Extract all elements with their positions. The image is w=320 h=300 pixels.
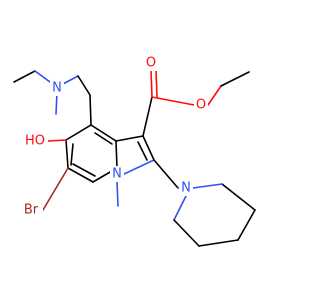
atom-o-hydroxy: HO	[23, 133, 48, 149]
bond-pip-4	[237, 209, 256, 241]
bond-dimethyl-5	[77, 75, 91, 96]
bond-pyrrole-dbl	[137, 141, 148, 161]
bond-dimethyl-1	[13, 70, 36, 83]
bond-ring-6	[65, 124, 92, 141]
bond-dimethyl-2	[34, 70, 51, 83]
bond-ester-dbl	[155, 69, 158, 98]
atom-o-ester-label: O	[196, 98, 206, 113]
atom-n-piperidine: N	[179, 180, 193, 196]
atom-o-hydroxy-label: HO	[25, 134, 45, 149]
atom-n-piperidine-label: N	[181, 181, 191, 196]
atom-o-ester: O	[194, 97, 208, 113]
atom-o-carbonyl: O	[144, 55, 158, 71]
atom-n-indole-label: N	[112, 167, 122, 182]
atom-n-indole: N	[110, 166, 124, 182]
bond-ring-1	[90, 124, 117, 142]
bond-ester-2	[150, 69, 153, 98]
bond-ring-4	[67, 167, 94, 183]
bond-pyrrole-1	[115, 135, 144, 142]
atom-n-amine: N	[50, 80, 64, 96]
atom-br: Br	[19, 202, 43, 218]
bond-pip-2	[173, 219, 200, 247]
bond-pip-3	[198, 239, 239, 247]
bond-pip-6	[192, 183, 223, 189]
bond-n-methyl	[116, 181, 119, 207]
bond-ring-5	[65, 139, 69, 169]
atom-o-carbonyl-label: O	[146, 56, 156, 71]
bond-hydroxy	[47, 139, 67, 142]
bond-linker-1	[153, 159, 179, 189]
bond-ester-5	[220, 71, 250, 87]
bond-ester-4	[207, 85, 222, 106]
bond-ring-dbl-1	[94, 132, 113, 145]
bond-pip-1	[173, 195, 187, 221]
atom-labels: N O O HO Br N N	[19, 55, 208, 218]
bond-pip-5	[221, 183, 256, 211]
bond-dimethyl-6	[89, 94, 92, 126]
bond-pyrrole-2	[142, 135, 155, 161]
atom-br-label: Br	[24, 203, 39, 218]
bond-lines	[13, 69, 256, 247]
bond-ring-2	[115, 140, 118, 169]
bond-ester-1	[142, 96, 153, 137]
bond-ring-dbl-3	[70, 143, 74, 166]
bond-bromo	[42, 167, 69, 211]
bond-ring-dbl-2	[72, 163, 96, 177]
bond-pyrrole-3	[123, 159, 155, 175]
bond-ester-3	[151, 96, 195, 106]
atom-n-amine-label: N	[52, 81, 62, 96]
molecule-structure: N O O HO Br N N	[13, 55, 256, 247]
bond-dimethyl-4	[62, 75, 79, 85]
